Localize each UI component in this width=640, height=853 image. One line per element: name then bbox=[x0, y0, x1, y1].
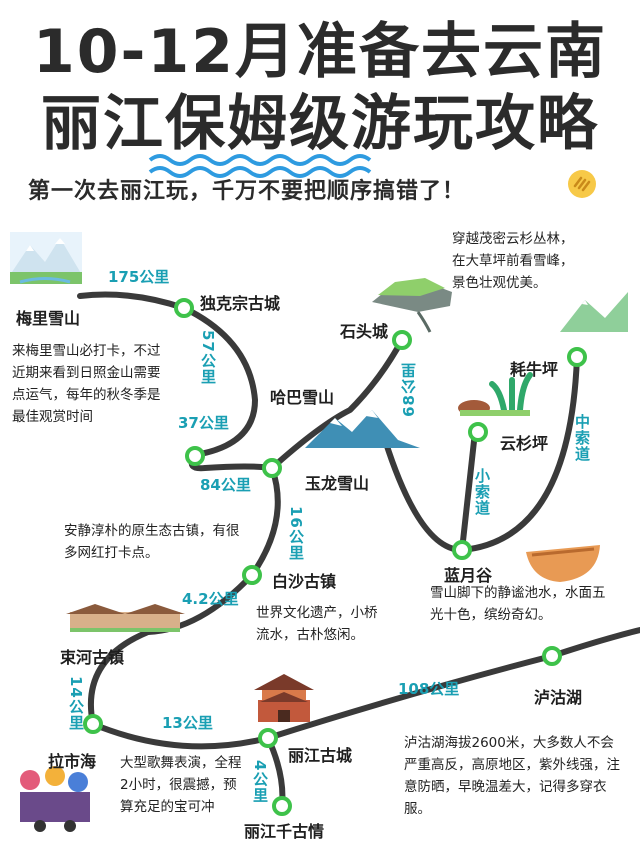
place-yunshanping: 云杉坪 bbox=[500, 434, 549, 453]
route-shuhe-lashihai bbox=[87, 629, 151, 727]
note-lashihai: 大型歌舞表演，全程2小时，很震撼，预算充足的宝可冲 bbox=[120, 755, 242, 815]
place-lanyuegu: 蓝月谷 bbox=[444, 566, 493, 585]
node-qianguqing bbox=[272, 796, 292, 816]
route-lijiang-lugu bbox=[265, 627, 640, 741]
distance-16: 16公里 bbox=[287, 506, 305, 561]
meili-mountain-illustration bbox=[10, 232, 82, 284]
place-lijiang: 丽江古城 bbox=[288, 746, 353, 765]
distance-57: 57公里 bbox=[199, 330, 217, 385]
place-shuhe: 束河古镇 bbox=[60, 648, 125, 667]
distance-68: 68公里 bbox=[400, 362, 418, 417]
shitou-rock-illustration bbox=[372, 278, 452, 333]
lanyuegu-boat-illustration bbox=[526, 545, 600, 582]
route-yulong-lanyuegu bbox=[382, 437, 465, 553]
node-lanyuegu bbox=[452, 540, 472, 560]
route-dukezong-yulong bbox=[181, 305, 275, 472]
yunshanping-tree-illustration bbox=[458, 372, 533, 416]
small-ropeway-label: 小索道 bbox=[473, 468, 491, 516]
node-lugu bbox=[542, 646, 562, 666]
maoniuping-mountain-illustration bbox=[560, 292, 628, 332]
note-lugu: 泸沽湖海拔2600米，大多数人不会严重高反，高原地区，紫外线强，注意防晒，早晚温… bbox=[404, 735, 620, 817]
node-lijiang bbox=[258, 728, 278, 748]
lashihai-performers-illustration bbox=[20, 766, 90, 832]
distance-4: 4公里 bbox=[251, 760, 269, 804]
title-wave-decoration-2 bbox=[148, 166, 372, 178]
lijiang-gate-illustration bbox=[254, 674, 314, 722]
place-qianguqing: 丽江千古情 bbox=[244, 822, 325, 841]
note-lanyuegu: 雪山脚下的静谧池水，水面五光十色，缤纷奇幻。 bbox=[430, 585, 606, 623]
route-lanyuegu-yunshanping bbox=[459, 429, 478, 553]
distance-37: 37公里 bbox=[178, 414, 229, 432]
node-yunshanping bbox=[468, 422, 488, 442]
node-yulong bbox=[262, 458, 282, 478]
distance-14: 14公里 bbox=[67, 676, 85, 731]
node-haba-turn bbox=[185, 446, 205, 466]
page-title-line2: 丽江保姆级游玩攻略 bbox=[41, 89, 599, 159]
place-lugu: 泸沽湖 bbox=[534, 688, 583, 707]
yulong-mountain-illustration bbox=[305, 410, 420, 448]
place-maoniuping: 耗牛坪 bbox=[510, 360, 559, 379]
note-baisha: 世界文化遗产，小桥流水，古朴悠闲。 bbox=[256, 605, 378, 643]
clapping-hands-icon bbox=[568, 170, 596, 198]
note-shuhe: 安静淳朴的原生态古镇，有很多网红打卡点。 bbox=[64, 523, 240, 561]
note-yunshanping: 穿越茂密云杉丛林，在大草坪前看雪峰，景色壮观优美。 bbox=[452, 231, 574, 291]
place-shitou: 石头城 bbox=[340, 322, 389, 341]
place-meili: 梅里雪山 bbox=[16, 309, 81, 328]
route-yulong-baisha bbox=[249, 465, 281, 578]
distance-84: 84公里 bbox=[200, 476, 251, 494]
distance-13: 13公里 bbox=[162, 714, 213, 732]
place-baisha: 白沙古镇 bbox=[272, 572, 337, 591]
route-lanyuegu-maoniuping bbox=[459, 354, 580, 553]
shuhe-town-illustration bbox=[66, 604, 185, 632]
note-meili: 来梅里雪山必打卡，不过近期来看到日照金山需要点运气，每年的秋冬季是最佳观赏时间 bbox=[12, 343, 161, 425]
node-shitou bbox=[392, 330, 412, 350]
node-baisha bbox=[242, 565, 262, 585]
route-meili-dukezong bbox=[77, 291, 187, 311]
title-wave-decoration bbox=[148, 154, 372, 166]
place-haba: 哈巴雪山 bbox=[270, 388, 335, 407]
place-dukezong: 独克宗古城 bbox=[200, 294, 281, 313]
node-lashihai bbox=[83, 714, 103, 734]
node-maoniuping bbox=[567, 347, 587, 367]
mid-ropeway-label: 中索道 bbox=[573, 414, 591, 462]
route-yulong-shitou bbox=[269, 337, 405, 471]
distance-meili-dukezong: 175公里 bbox=[108, 268, 170, 286]
place-lashihai: 拉市海 bbox=[48, 752, 97, 771]
route-lashihai-lijiang bbox=[90, 721, 271, 750]
distance-108: 108公里 bbox=[398, 680, 460, 698]
node-dukezong bbox=[174, 298, 194, 318]
place-yulong: 玉龙雪山 bbox=[305, 474, 370, 493]
distance-4-2: 4.2公里 bbox=[182, 590, 239, 608]
page-title-line1: 10-12月准备去云南 bbox=[33, 17, 607, 87]
subtitle: 第一次去丽江玩，千万不要把顺序搞错了！ bbox=[28, 179, 466, 204]
